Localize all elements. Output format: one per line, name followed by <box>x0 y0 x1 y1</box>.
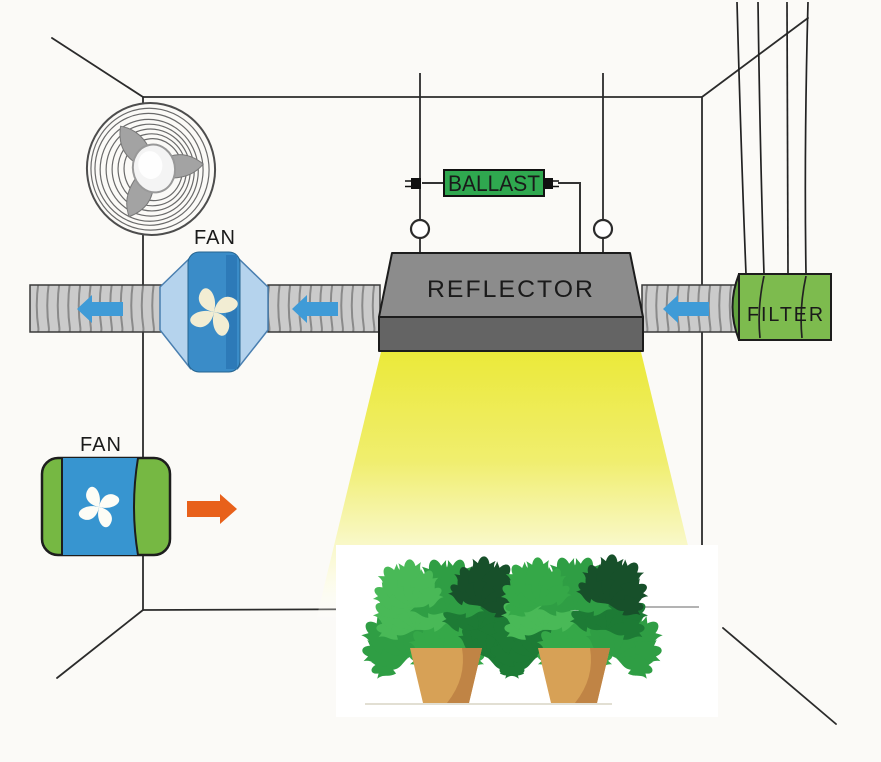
filter-strap <box>736 1 747 275</box>
exhaust-fan-label: FAN <box>80 434 122 456</box>
plants <box>341 542 682 703</box>
ballast: BALLAST <box>443 169 545 197</box>
pot-right <box>538 648 610 703</box>
filter-strap <box>786 1 789 275</box>
lamp-hanging-rig <box>405 73 614 254</box>
fan-body-shade <box>226 255 237 369</box>
ballast-label: BALLAST <box>448 171 540 196</box>
filter-strap-front <box>758 275 807 339</box>
carbon-filter: FILTER <box>731 273 832 341</box>
duct-right <box>641 284 739 333</box>
inline-duct-fan: FAN <box>159 227 269 373</box>
hanger-ring-left <box>409 218 431 240</box>
fan-hub-highlight <box>138 151 163 180</box>
exhaust-fan-cap-edges <box>61 457 139 556</box>
hanger-ring-right <box>592 218 614 240</box>
filter-straps <box>736 1 809 275</box>
floor-corner-right <box>722 627 837 725</box>
oscillating-fan <box>85 102 217 236</box>
ceiling-edge-left <box>51 37 144 98</box>
exhaust-fan: FAN <box>40 434 172 557</box>
airflow-arrow-left-3 <box>663 295 709 323</box>
grow-light-reflector: REFLECTOR <box>378 252 644 352</box>
filter-box <box>738 273 832 341</box>
reflector-label: REFLECTOR <box>427 276 595 303</box>
pot-left <box>410 648 482 703</box>
ballast-wire-right <box>558 182 581 254</box>
filter-label: FILTER <box>747 304 825 326</box>
airflow-arrow-left-2 <box>292 295 338 323</box>
duct-fan-label: FAN <box>194 227 236 249</box>
filter-strap <box>757 1 765 275</box>
plant-left <box>341 544 554 703</box>
pot-shading <box>575 648 610 703</box>
airflow-arrows <box>77 295 709 323</box>
exhaust-arrow-right <box>187 494 237 524</box>
fan-cage-rings <box>90 107 210 231</box>
ceiling-edge-right <box>701 17 809 98</box>
power-plug-right-icon <box>543 178 559 189</box>
floor-corner-left <box>56 609 144 679</box>
ballast-box <box>443 169 545 197</box>
airflow-arrow-left-1 <box>77 295 123 323</box>
reflector-hood-front <box>378 316 644 352</box>
plant-right <box>469 542 682 703</box>
ducting <box>29 284 739 333</box>
power-plug-left-icon <box>405 178 421 189</box>
filter-strap <box>804 1 809 275</box>
pot-shading <box>447 648 482 703</box>
